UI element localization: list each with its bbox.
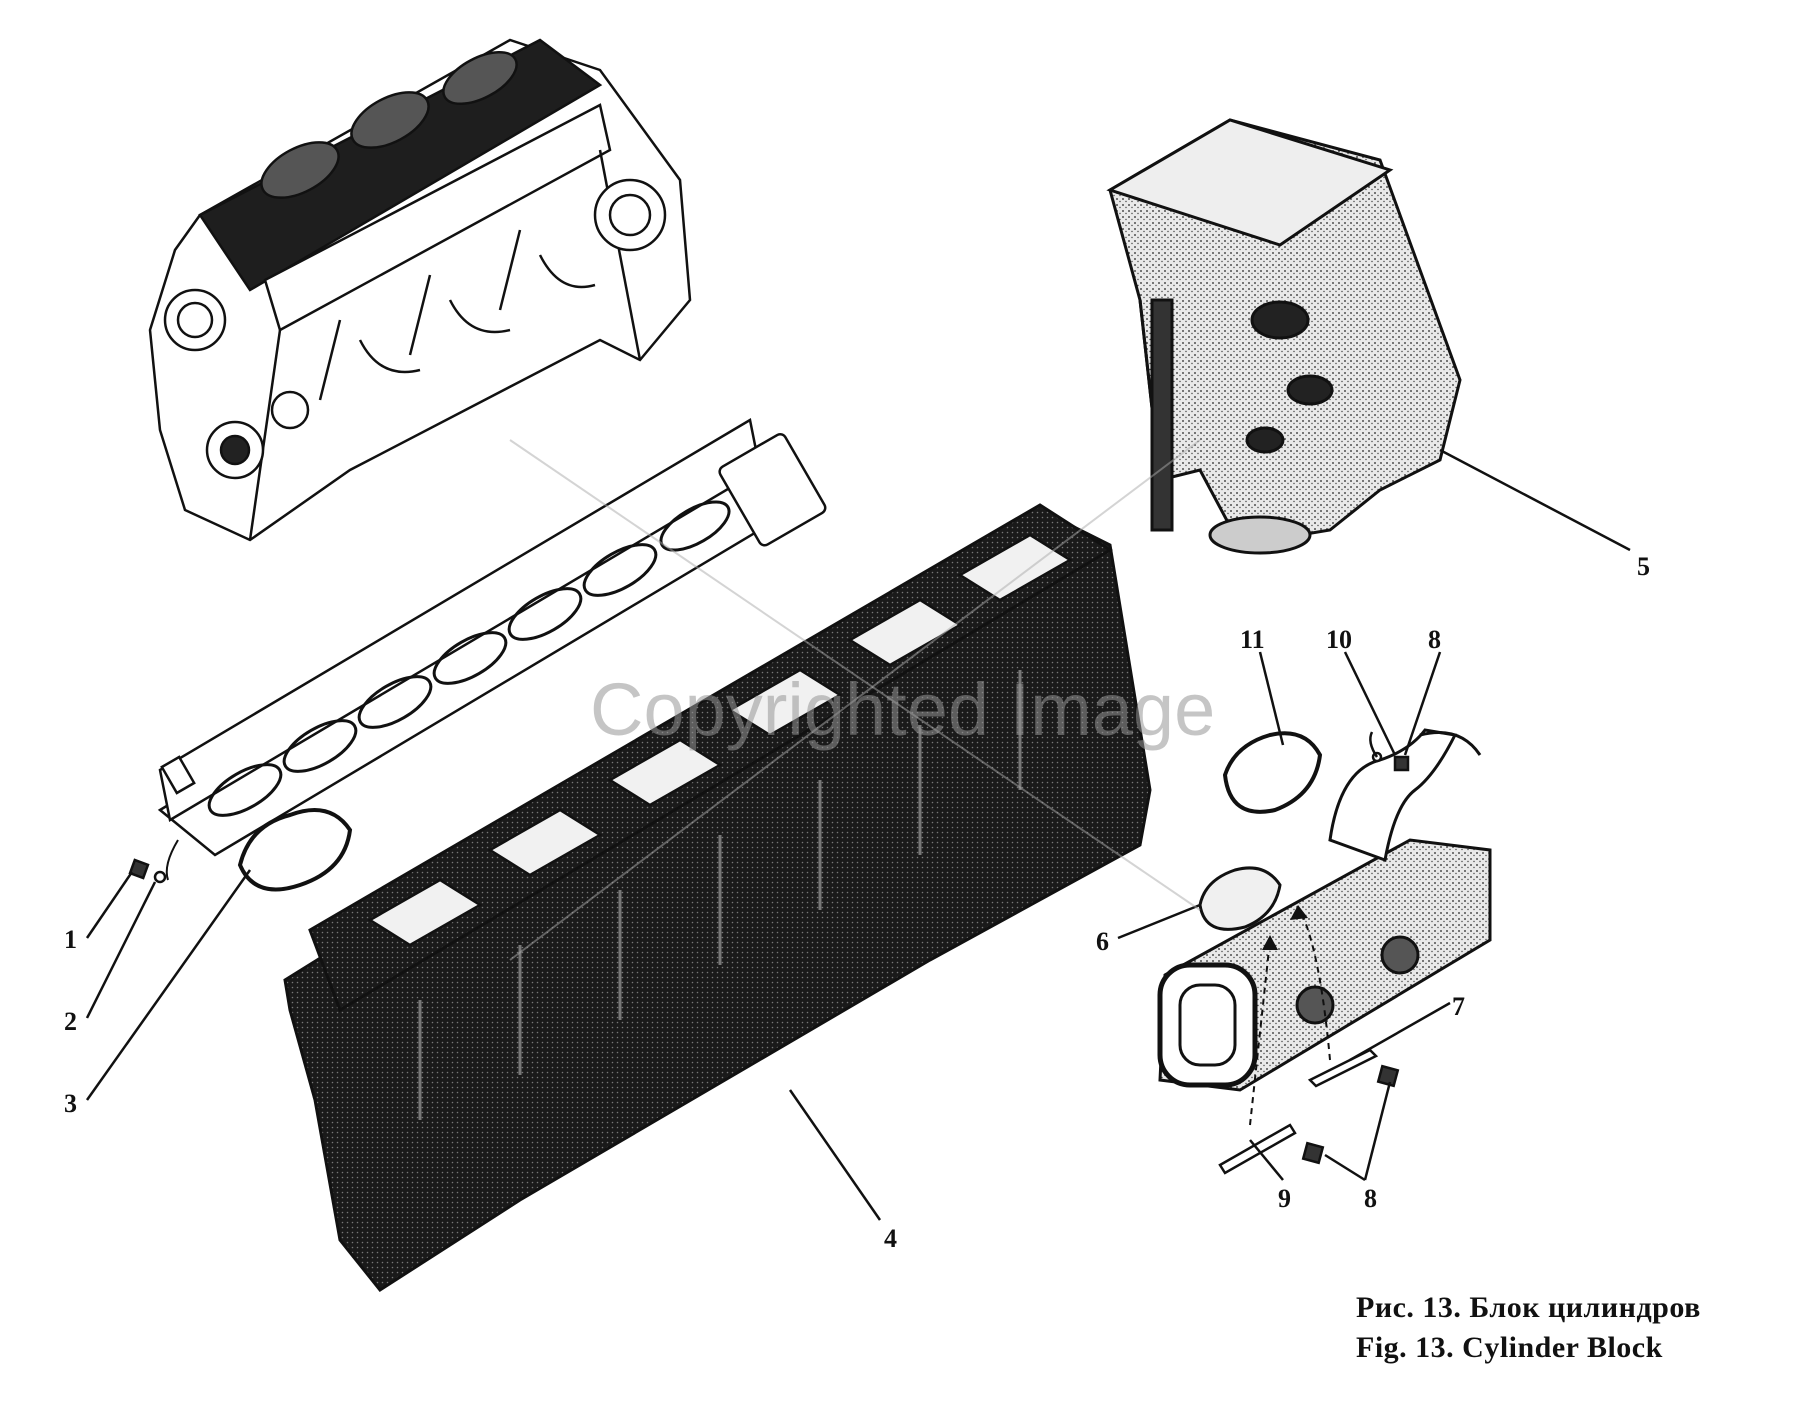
callout-1: 1 xyxy=(64,925,77,954)
callout-8-bottom: 8 xyxy=(1364,1184,1377,1213)
watermark: Copyrighted Image xyxy=(509,439,1215,961)
callout-11: 11 xyxy=(1240,625,1265,654)
guide-arrow-1 xyxy=(1262,935,1278,950)
figure-caption: Рис. 13. Блок цилиндров Fig. 13. Cylinde… xyxy=(1356,1288,1701,1368)
gasket-3 xyxy=(237,808,353,892)
leader-lines xyxy=(85,448,1631,1221)
callout-3: 3 xyxy=(64,1089,77,1118)
guide-arrow-2 xyxy=(1290,905,1308,920)
callout-2: 2 xyxy=(64,1007,77,1036)
gasket-11 xyxy=(1222,731,1323,814)
assembled-engine xyxy=(148,38,692,542)
gasket-6 xyxy=(1198,866,1282,931)
side-cover xyxy=(1157,728,1492,1092)
callout-4: 4 xyxy=(884,1224,897,1253)
callout-7: 7 xyxy=(1452,992,1465,1021)
caption-russian: Рис. 13. Блок цилиндров xyxy=(1356,1291,1701,1324)
callout-10: 10 xyxy=(1326,625,1352,654)
callout-6: 6 xyxy=(1096,927,1109,956)
cylinder-block xyxy=(283,503,1152,1292)
bolt-washer xyxy=(128,858,167,884)
callout-labels: 1 2 3 4 5 6 7 8 8 9 10 11 xyxy=(64,552,1650,1253)
manifold-gasket-strip xyxy=(157,418,827,881)
callout-9: 9 xyxy=(1278,1184,1291,1213)
watermark-text: Copyrighted Image xyxy=(590,668,1215,751)
callout-8-top: 8 xyxy=(1428,625,1441,654)
caption-english: Fig. 13. Cylinder Block xyxy=(1356,1331,1663,1364)
assembly-guides xyxy=(1249,909,1331,1126)
callout-5: 5 xyxy=(1637,552,1650,581)
cylinder-head xyxy=(1106,118,1462,555)
